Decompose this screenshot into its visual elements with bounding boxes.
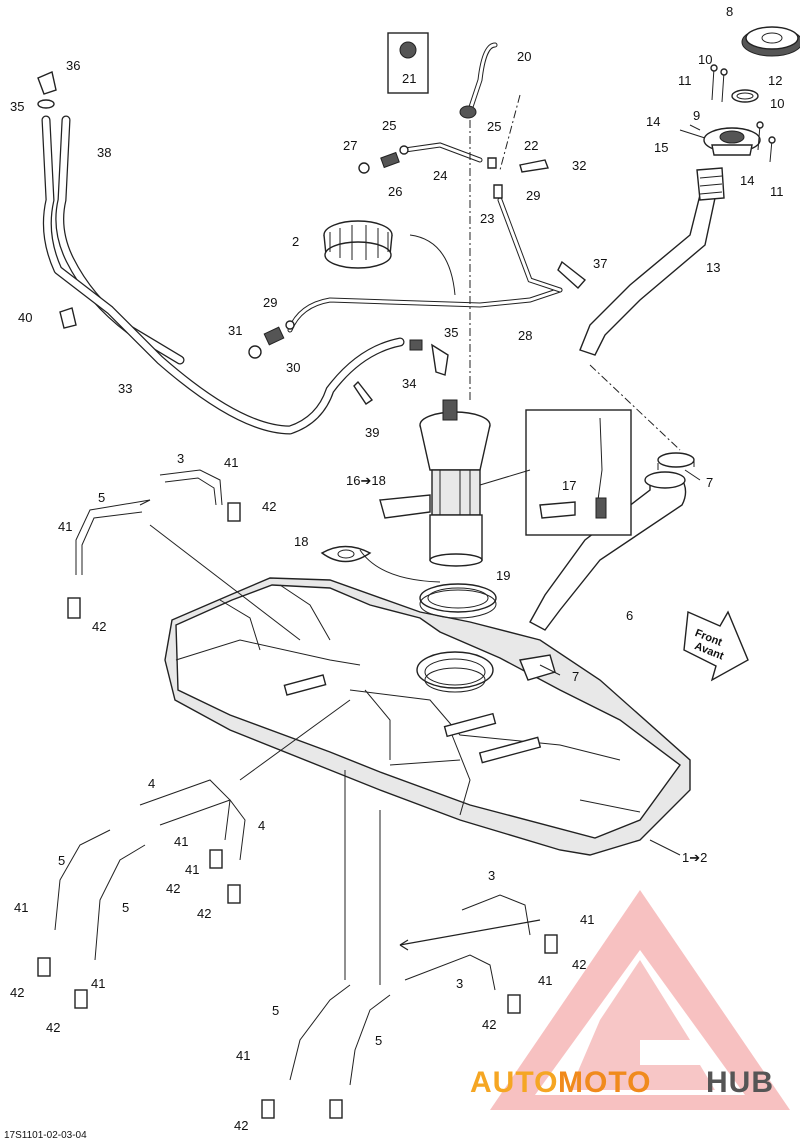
callout-1-2: 1➔2 [682, 850, 707, 865]
callout-42: 42 [262, 499, 276, 514]
callout-8: 8 [726, 4, 733, 19]
callout-34: 34 [402, 376, 416, 391]
callout-29: 29 [526, 188, 540, 203]
callout-41: 41 [236, 1048, 250, 1063]
flange-screws [679, 64, 776, 163]
callout-42: 42 [166, 881, 180, 896]
callout-11: 11 [678, 73, 692, 88]
callout-35: 35 [10, 99, 24, 114]
callout-40: 40 [18, 310, 32, 325]
watermark-text-auto: AUTO [470, 1066, 558, 1099]
callout-17: 17 [562, 478, 576, 493]
callout-41: 41 [224, 455, 238, 470]
callout-3: 3 [488, 868, 495, 883]
callout-42: 42 [46, 1020, 60, 1035]
filler-neck-upper [579, 167, 725, 356]
callout-labels: 1➔2 2 3 3 3 4 4 5 5 5 5 5 6 7 7 8 9 10 1… [10, 4, 784, 1133]
callout-42: 42 [197, 906, 211, 921]
callout-5: 5 [98, 490, 105, 505]
callout-14: 14 [740, 173, 754, 188]
callout-42: 42 [234, 1118, 248, 1133]
misc-fittings [37, 71, 587, 405]
pump-ring-2 [323, 220, 393, 269]
callout-41: 41 [185, 862, 199, 877]
callout-4: 4 [148, 776, 155, 791]
callout-26: 26 [388, 184, 402, 199]
callout-29: 29 [263, 295, 277, 310]
callout-41: 41 [58, 519, 72, 534]
callout-27: 27 [343, 138, 357, 153]
callout-4: 4 [258, 818, 265, 833]
watermark-text-hub: HUB [706, 1066, 774, 1099]
callout-36: 36 [66, 58, 80, 73]
fuel-pump-assembly [379, 399, 491, 567]
callout-5: 5 [58, 853, 65, 868]
callout-24: 24 [433, 168, 447, 183]
callout-21: 21 [402, 71, 416, 86]
callout-5: 5 [272, 1003, 279, 1018]
callout-2: 2 [292, 234, 299, 249]
callout-42: 42 [482, 1017, 496, 1032]
callout-41: 41 [14, 900, 28, 915]
callout-10: 10 [698, 52, 712, 67]
callout-41: 41 [91, 976, 105, 991]
locking-ring [419, 583, 497, 619]
callout-7: 7 [572, 669, 579, 684]
callout-32: 32 [572, 158, 586, 173]
callout-18: 18 [294, 534, 308, 549]
callout-38: 38 [97, 145, 111, 160]
hose-28 [287, 287, 563, 333]
callout-19: 19 [496, 568, 510, 583]
callout-7: 7 [706, 475, 713, 490]
callout-10: 10 [770, 96, 784, 111]
callout-39: 39 [365, 425, 379, 440]
filler-neck-lower [529, 452, 695, 631]
callout-41: 41 [538, 973, 552, 988]
callout-16-18: 16➔18 [346, 473, 386, 488]
tank-straps [37, 469, 558, 1119]
callout-13: 13 [706, 260, 720, 275]
callout-9: 9 [693, 108, 700, 123]
callout-28: 28 [518, 328, 532, 343]
callout-33: 33 [118, 381, 132, 396]
callout-31: 31 [228, 323, 242, 338]
fuel-tank [164, 577, 691, 856]
watermark-text-moto: MOTO [558, 1066, 651, 1099]
front-arrow[interactable]: Front Avant [683, 610, 749, 682]
callout-23: 23 [480, 211, 494, 226]
pump-gasket [320, 545, 372, 563]
callout-6: 6 [626, 608, 633, 623]
callout-14: 14 [646, 114, 660, 129]
filler-cap [741, 26, 800, 57]
callout-3: 3 [177, 451, 184, 466]
callout-42: 42 [92, 619, 106, 634]
vent-hose-33 [41, 115, 405, 435]
leader-lines [149, 94, 701, 985]
callout-5: 5 [375, 1033, 382, 1048]
callout-42: 42 [572, 957, 586, 972]
clip-21 [387, 32, 477, 119]
callout-25: 25 [382, 118, 396, 133]
filler-flange [703, 89, 761, 156]
callout-5: 5 [122, 900, 129, 915]
drawing-code: 17S1101-02-03-04 [4, 1130, 87, 1141]
callout-37: 37 [593, 256, 607, 271]
callout-15: 15 [654, 140, 668, 155]
hose-24 [402, 142, 483, 163]
callout-25: 25 [487, 119, 501, 134]
callout-42: 42 [10, 985, 24, 1000]
hose-20 [467, 42, 563, 293]
callout-41: 41 [580, 912, 594, 927]
callout-41: 41 [174, 834, 188, 849]
callout-22: 22 [524, 138, 538, 153]
pump-detail-inset [525, 409, 632, 536]
callout-11: 11 [770, 184, 784, 199]
callout-35: 35 [444, 325, 458, 340]
callout-3: 3 [456, 976, 463, 991]
watermark-logo [490, 890, 790, 1110]
callout-30: 30 [286, 360, 300, 375]
callout-12: 12 [768, 73, 782, 88]
callout-20: 20 [517, 49, 531, 64]
